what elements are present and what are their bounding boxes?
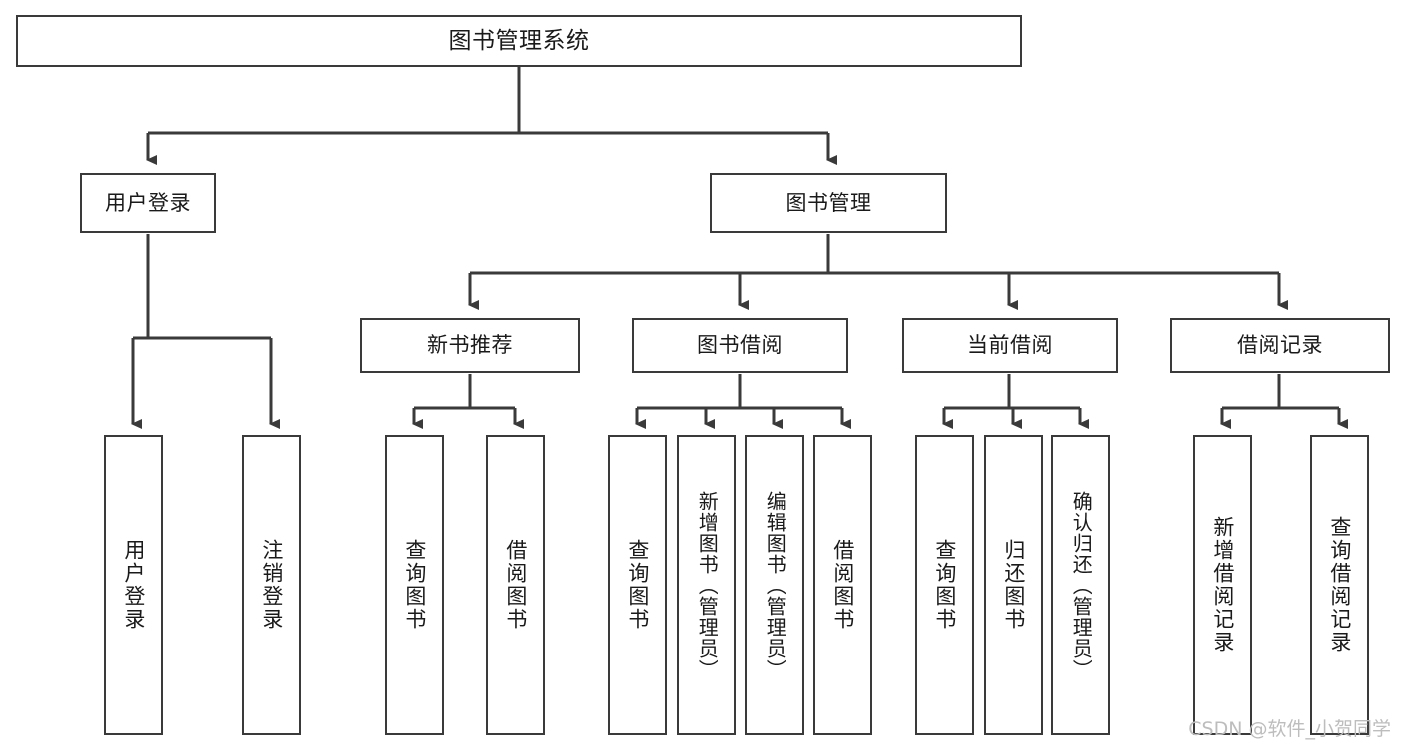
- node-borrow-record[interactable]: 借阅记录: [1170, 318, 1390, 373]
- leaf-borrow-book-1[interactable]: 借阅图书: [486, 435, 545, 735]
- node-label: 当前借阅: [967, 333, 1053, 358]
- node-label: 新增图书（管理员）: [695, 490, 719, 680]
- node-label: 图书借阅: [697, 333, 783, 358]
- leaf-query-book-1[interactable]: 查询图书: [385, 435, 444, 735]
- node-new-book-recommend[interactable]: 新书推荐: [360, 318, 580, 373]
- leaf-confirm-return[interactable]: 确认归还（管理员）: [1051, 435, 1110, 735]
- node-label: 注销登录: [259, 539, 284, 631]
- node-label: 新增借阅记录: [1210, 516, 1235, 654]
- node-book-borrow[interactable]: 图书借阅: [632, 318, 848, 373]
- node-label: 确认归还（管理员）: [1069, 490, 1093, 680]
- node-label: 借阅图书: [503, 539, 528, 631]
- leaf-query-book-2[interactable]: 查询图书: [608, 435, 667, 735]
- node-label: 用户登录: [105, 190, 191, 215]
- node-label: 查询图书: [402, 539, 427, 631]
- leaf-logout[interactable]: 注销登录: [242, 435, 301, 735]
- node-label: 图书管理系统: [448, 27, 590, 54]
- node-label: 用户登录: [121, 539, 146, 631]
- node-label: 编辑图书（管理员）: [763, 490, 787, 680]
- leaf-return-book[interactable]: 归还图书: [984, 435, 1043, 735]
- node-book-management[interactable]: 图书管理: [710, 173, 947, 233]
- node-label: 借阅图书: [830, 539, 855, 631]
- node-label: 归还图书: [1001, 539, 1026, 631]
- node-label: 图书管理: [785, 190, 872, 215]
- leaf-user-login[interactable]: 用户登录: [104, 435, 163, 735]
- node-root-book-management-system[interactable]: 图书管理系统: [16, 15, 1022, 67]
- leaf-borrow-book-2[interactable]: 借阅图书: [813, 435, 872, 735]
- leaf-edit-book[interactable]: 编辑图书（管理员）: [745, 435, 804, 735]
- node-label: 借阅记录: [1237, 333, 1323, 358]
- leaf-query-book-3[interactable]: 查询图书: [915, 435, 974, 735]
- node-user-login[interactable]: 用户登录: [80, 173, 216, 233]
- watermark-text: CSDN @软件_小贺同学: [1188, 718, 1391, 740]
- node-label: 查询借阅记录: [1327, 516, 1352, 654]
- leaf-add-book[interactable]: 新增图书（管理员）: [677, 435, 736, 735]
- leaf-query-borrow-record[interactable]: 查询借阅记录: [1310, 435, 1369, 735]
- leaf-add-borrow-record[interactable]: 新增借阅记录: [1193, 435, 1252, 735]
- node-current-borrow[interactable]: 当前借阅: [902, 318, 1118, 373]
- node-label: 新书推荐: [427, 333, 513, 358]
- node-label: 查询图书: [932, 539, 957, 631]
- node-label: 查询图书: [625, 539, 650, 631]
